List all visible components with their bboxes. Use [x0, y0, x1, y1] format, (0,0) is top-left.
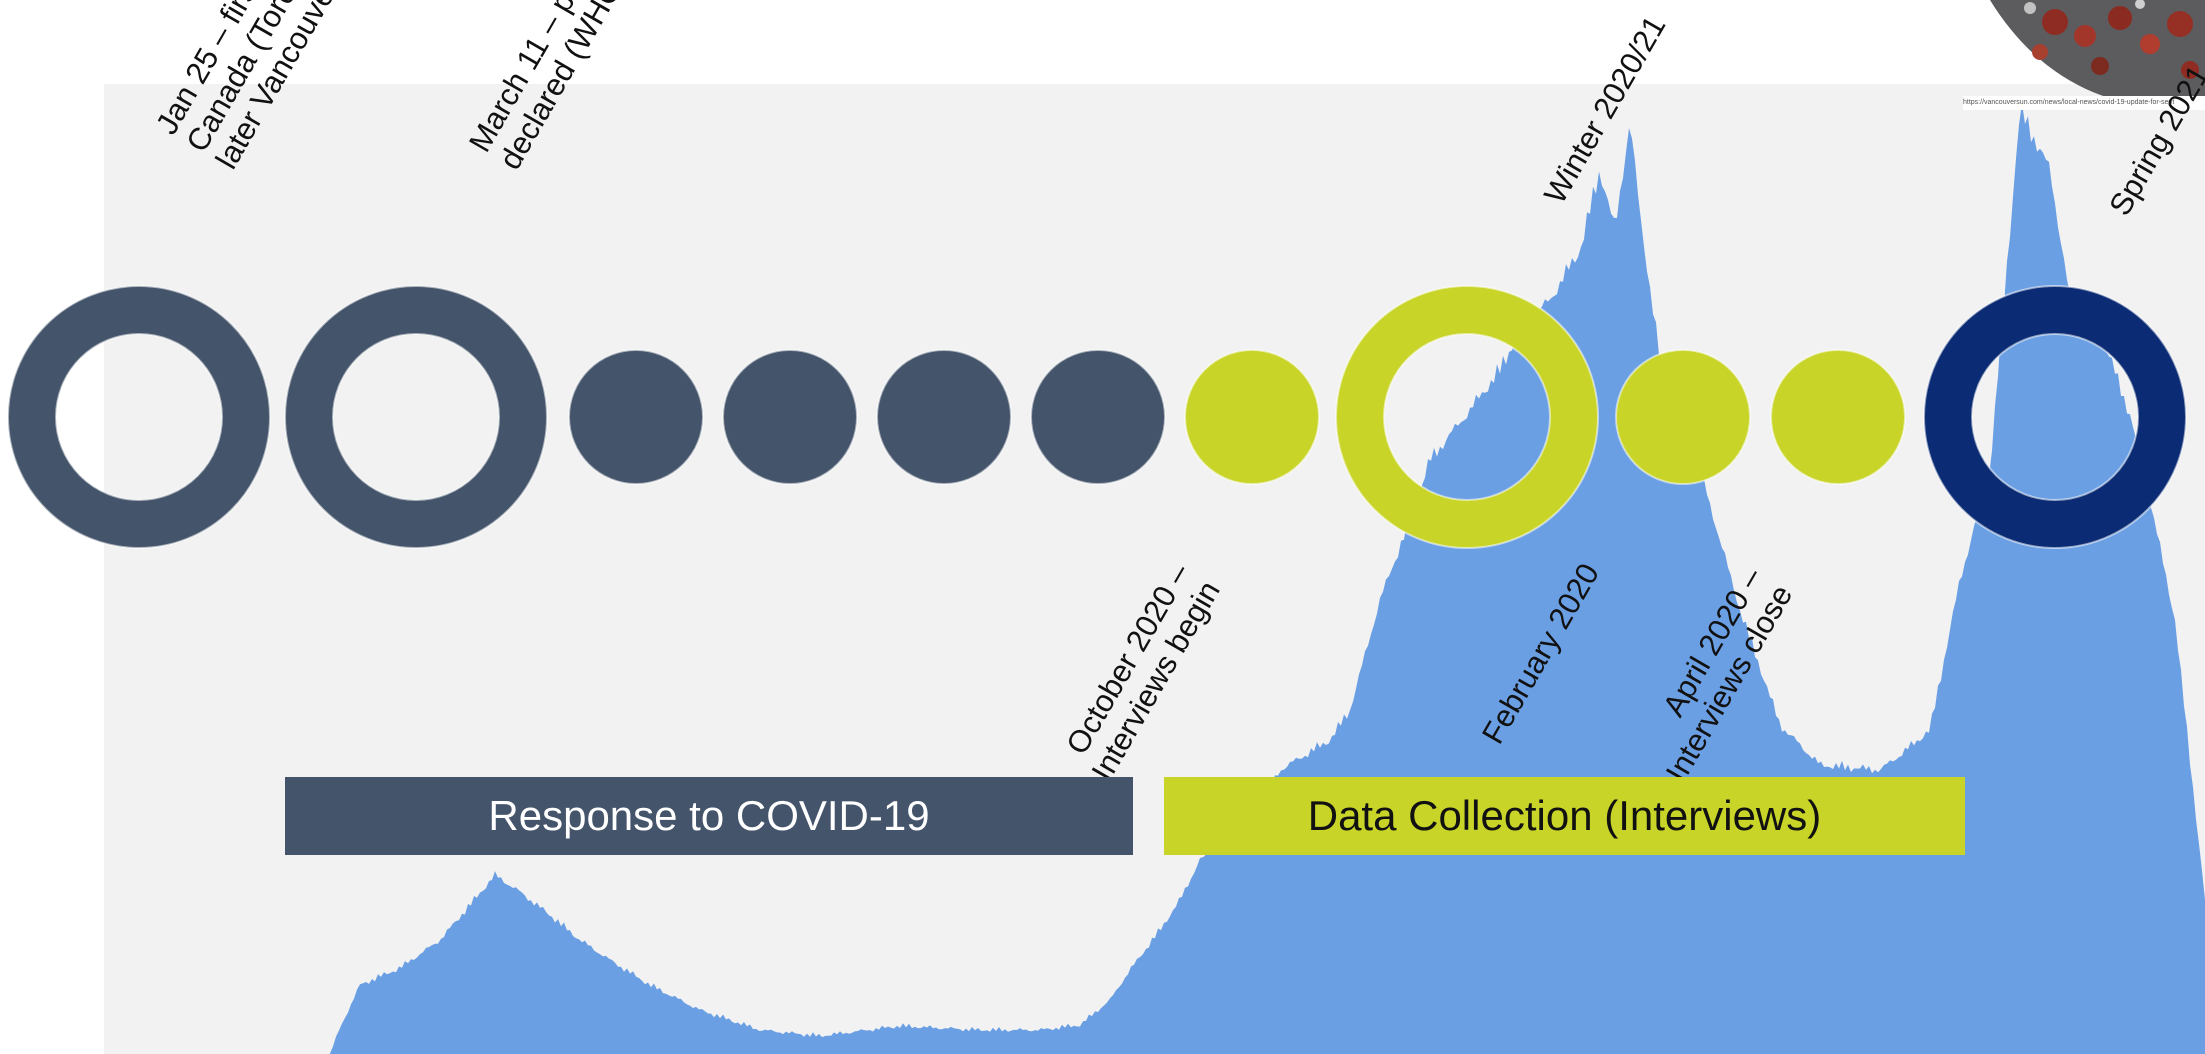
milestone-8-ring [1335, 285, 1599, 549]
milestone-2-ring [284, 285, 548, 549]
milestone-6-dot [1030, 349, 1166, 485]
milestone-10-dot [1770, 349, 1906, 485]
milestone-7-dot [1184, 349, 1320, 485]
milestone-5-dot [876, 349, 1012, 485]
image-source-credit[interactable]: https://vancouversun.com/news/local-news… [1963, 96, 2205, 110]
milestone-3-dot [568, 349, 704, 485]
milestone-1-ring [7, 285, 271, 549]
phase-bar-data-collection: Data Collection (Interviews) [1164, 777, 1965, 855]
phase-bar-response: Response to COVID-19 [285, 777, 1133, 855]
milestone-11-ring [1923, 285, 2187, 549]
milestone-9-dot [1615, 349, 1751, 485]
virus-image [1990, 0, 2205, 107]
milestone-4-dot [722, 349, 858, 485]
